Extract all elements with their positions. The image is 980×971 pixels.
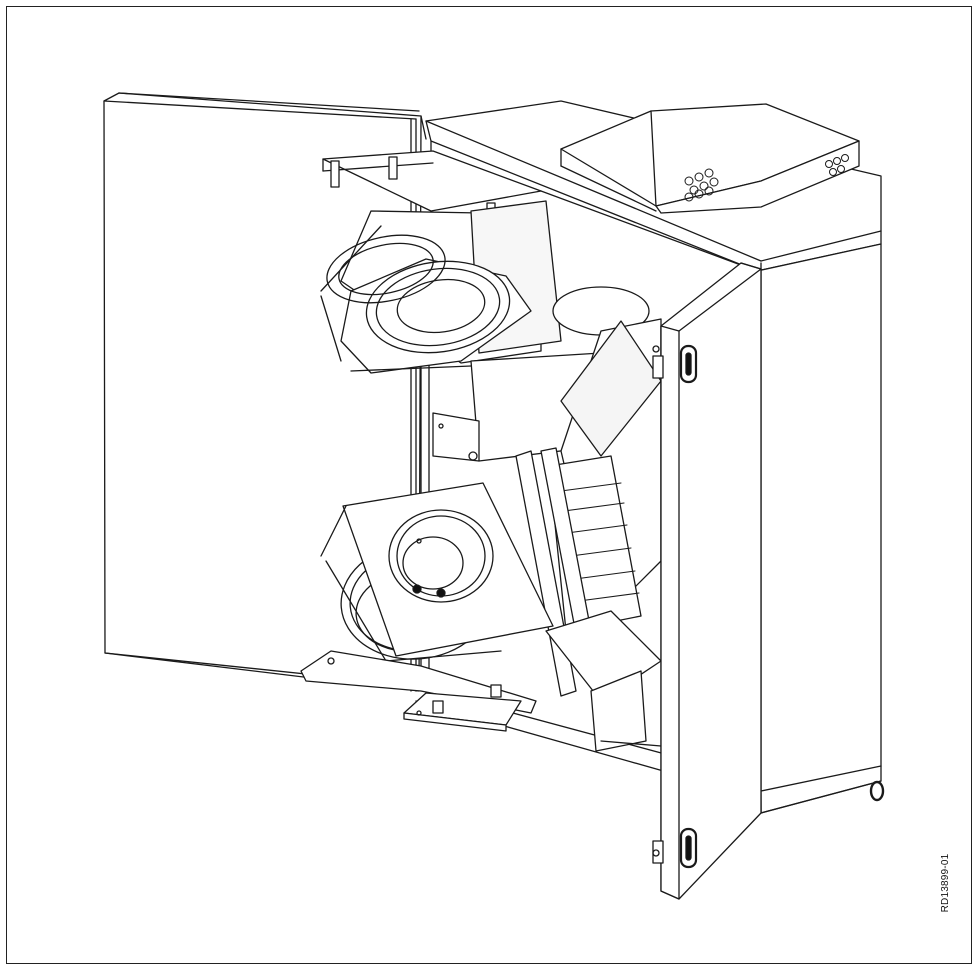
exchanger-plates — [560, 482, 640, 602]
door-handle — [679, 344, 698, 869]
cabinet-side — [756, 243, 882, 814]
drawing-frame: RD13899-01 — [6, 6, 972, 964]
cable-glands — [684, 154, 849, 202]
base-rail — [300, 650, 537, 732]
drawing-id-label: RD13899-01 — [939, 853, 951, 913]
lower-fan — [320, 482, 554, 662]
lower-bracket — [545, 610, 662, 752]
upper-fan — [320, 200, 650, 374]
unit-illustration — [103, 92, 885, 900]
open-right-door — [652, 262, 762, 900]
door-hinge — [652, 345, 664, 864]
connection-box — [560, 103, 860, 214]
